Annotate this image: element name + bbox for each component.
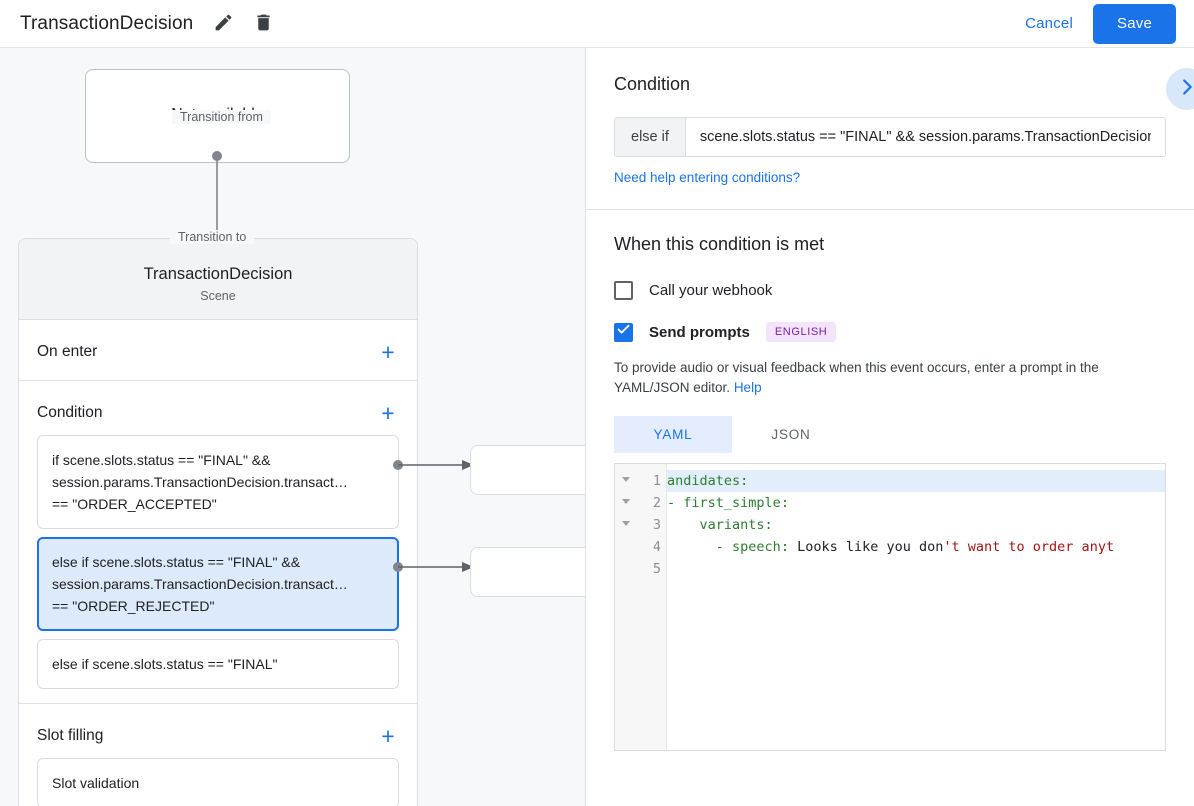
condition-edge (393, 562, 474, 572)
editor-code-line: - speech: Looks like you don't want to o… (667, 539, 1115, 555)
condition-edge (393, 460, 474, 470)
webhook-row[interactable]: Call your webhook (614, 281, 1166, 300)
add-slot-filling-button[interactable]: + (381, 722, 395, 749)
condition-help-link[interactable]: Need help entering conditions? (614, 170, 801, 185)
chevron-right-icon (1176, 76, 1194, 103)
when-condition-met-section: When this condition is met Call your web… (586, 210, 1194, 751)
editor-tabs: YAML JSON (614, 416, 1166, 453)
section-slot-filling: Slot filling + Slot validation (19, 704, 417, 806)
scene-name: TransactionDecision (143, 265, 293, 283)
scene-card: TransactionDecision Scene On enter + Con… (18, 238, 418, 806)
section-header-slot-filling: Slot filling + (19, 704, 417, 750)
section-title-slot-filling: Slot filling (37, 727, 104, 744)
edit-button[interactable] (209, 10, 237, 38)
save-button[interactable]: Save (1093, 3, 1176, 44)
section-condition: Condition + if scene.slots.status == "FI… (19, 381, 417, 704)
section-on-enter: On enter + (19, 320, 417, 381)
app-header: TransactionDecision Cancel Save (0, 0, 1194, 48)
cancel-button[interactable]: Cancel (1011, 7, 1087, 40)
editor-code-line: - first_simple: (667, 495, 789, 511)
slot-filling-item-label: Slot validation (52, 775, 140, 791)
editor-line-number: 1 (615, 470, 666, 492)
scene-subtitle: Scene (200, 289, 236, 303)
editor-line-number: 2 (615, 492, 666, 514)
section-header-condition: Condition + (19, 381, 417, 427)
fold-caret-icon[interactable] (622, 477, 630, 482)
call-webhook-label: Call your webhook (649, 282, 773, 299)
section-title-condition: Condition (37, 404, 103, 421)
condition-item[interactable]: if scene.slots.status == "FINAL" && sess… (37, 435, 399, 529)
condition-item-line: if scene.slots.status == "FINAL" && (52, 452, 271, 468)
details-panel: Condition else if Need help entering con… (585, 48, 1194, 806)
pencil-icon (213, 12, 234, 36)
when-condition-met-heading: When this condition is met (614, 234, 825, 254)
condition-section: Condition else if Need help entering con… (586, 48, 1194, 210)
fold-caret-icon[interactable] (622, 521, 630, 526)
delete-button[interactable] (249, 10, 277, 38)
condition-item-line: == "ORDER_REJECTED" (52, 598, 215, 614)
condition-item-line: session.params.TransactionDecision.trans… (52, 474, 348, 490)
send-prompts-checkbox[interactable] (614, 322, 633, 342)
section-title-on-enter: On enter (37, 343, 98, 360)
editor-line-number: 4 (652, 539, 661, 555)
editor-line-number: 3 (615, 514, 666, 536)
tab-yaml[interactable]: YAML (614, 416, 732, 453)
add-condition-button[interactable]: + (381, 399, 395, 426)
condition-heading: Condition (614, 74, 691, 94)
slot-filling-item[interactable]: Slot validation (37, 758, 399, 806)
section-header-on-enter: On enter + (19, 320, 417, 366)
condition-item-line: session.params.TransactionDecision.trans… (52, 576, 348, 592)
page-title: TransactionDecision (20, 12, 194, 34)
editor-code-area[interactable]: andidates: - first_simple: variants: - sp… (667, 464, 1165, 750)
send-prompts-description-text: To provide audio or visual feedback when… (614, 360, 1099, 395)
condition-item-line: == "ORDER_ACCEPTED" (52, 496, 217, 512)
condition-item-selected[interactable]: else if scene.slots.status == "FINAL" &&… (37, 537, 399, 631)
send-prompts-label: Send prompts (649, 323, 750, 341)
call-webhook-checkbox[interactable] (614, 281, 633, 300)
editor-line-number: 5 (652, 561, 661, 577)
condition-prefix-label: else if (615, 118, 686, 156)
condition-item-line: else if scene.slots.status == "FINAL" (52, 656, 278, 672)
send-prompts-row[interactable]: Send prompts ENGLISH (614, 322, 1166, 342)
add-on-enter-button[interactable]: + (381, 338, 395, 365)
scene-header: TransactionDecision Scene (19, 239, 417, 320)
condition-item[interactable]: else if scene.slots.status == "FINAL" (37, 639, 399, 689)
condition-input-row[interactable]: else if (614, 117, 1166, 157)
editor-code-line: variants: (699, 517, 773, 533)
editor-code-line (667, 558, 1165, 580)
editor-code-line: andidates: (667, 470, 1165, 492)
prompts-help-link[interactable]: Help (733, 380, 762, 395)
condition-item-line: else if scene.slots.status == "FINAL" && (52, 554, 301, 570)
fold-caret-icon[interactable] (622, 499, 630, 504)
collapse-panel-button[interactable] (1166, 68, 1194, 110)
condition-input[interactable] (685, 118, 1165, 156)
transition-from-legend: Transition from (172, 110, 271, 124)
language-badge: ENGLISH (765, 322, 837, 342)
trash-icon (253, 12, 274, 36)
transition-to-legend: Transition to (170, 230, 255, 244)
send-prompts-description: To provide audio or visual feedback when… (614, 358, 1166, 398)
check-icon (616, 322, 631, 342)
tab-json[interactable]: JSON (771, 427, 811, 442)
